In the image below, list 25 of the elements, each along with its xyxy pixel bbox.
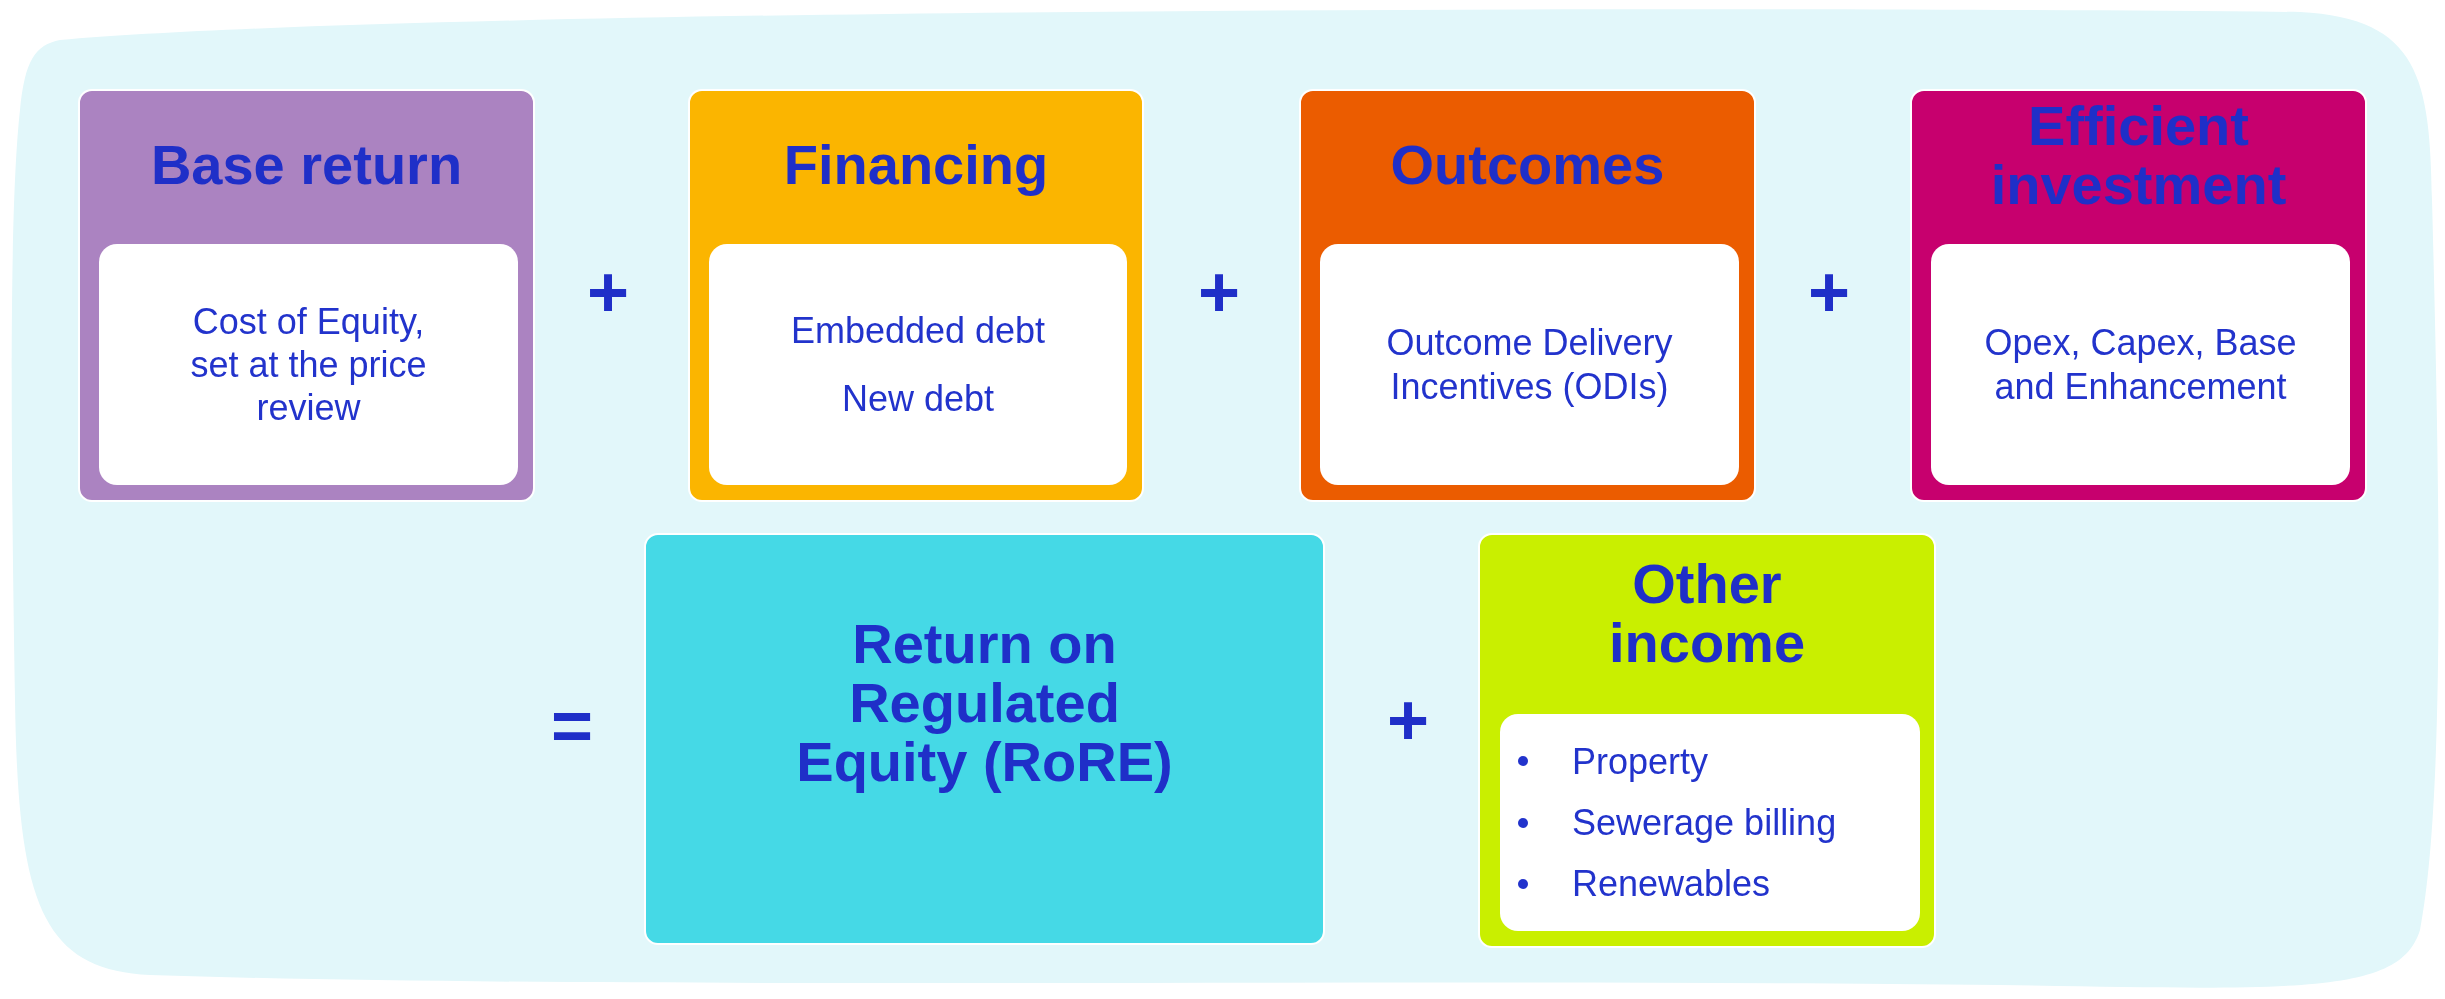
category-card [1299, 89, 1756, 502]
body-text: Cost of Equity, set at the price review [189, 299, 428, 430]
card-heading: Efficient investment [1989, 97, 2288, 215]
category-card [78, 89, 535, 502]
operator-sign: + [1198, 251, 1240, 333]
card-heading: Other income [1607, 555, 1807, 673]
card-heading: Return on Regulated Equity (RoRE) [795, 615, 1174, 792]
body-text: Outcome Delivery Incentives (ODIs) [1385, 321, 1674, 408]
list-item-text: Sewerage billing [1572, 800, 1837, 845]
category-card [1910, 89, 2367, 502]
card-heading: Financing [782, 136, 1050, 195]
category-card [1478, 533, 1936, 948]
category-card [688, 89, 1144, 502]
card-heading: Outcomes [1389, 136, 1666, 195]
card-heading: Base return [149, 136, 464, 195]
body-text: Embedded debt [789, 309, 1047, 353]
operator-sign: + [587, 251, 629, 333]
body-text: Opex, Capex, Base and Enhancement [1983, 321, 2298, 408]
operator-sign: + [1808, 251, 1850, 333]
body-text: New debt [840, 376, 996, 420]
operator-sign: + [1387, 679, 1429, 761]
category-card [644, 533, 1325, 945]
operator-sign: = [551, 684, 593, 766]
list-item-text: Property [1572, 739, 1709, 784]
list-item-text: Renewables [1572, 862, 1771, 907]
